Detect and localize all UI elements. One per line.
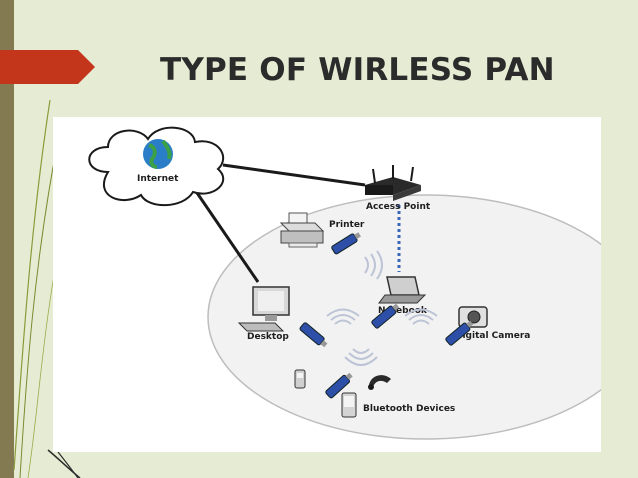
usb-adapter-icon xyxy=(299,232,474,399)
phone-icon xyxy=(294,369,306,389)
camera-icon xyxy=(458,306,488,328)
label-printer: Printer xyxy=(329,220,365,230)
label-internet: Internet xyxy=(137,174,179,184)
router-icon xyxy=(365,165,421,201)
printer-icon xyxy=(279,212,325,248)
laptop-icon xyxy=(378,276,427,304)
diagram-panel: Internet Access Point Printer Notebook xyxy=(53,117,601,452)
pda-icon xyxy=(341,392,357,418)
label-digital-camera: Digital Camera xyxy=(455,331,530,341)
label-notebook: Notebook xyxy=(378,306,428,316)
slide-title: TYPE OF WIRLESS PAN xyxy=(160,52,555,88)
link-internet-accesspoint xyxy=(222,163,366,187)
wireless-waves-icon xyxy=(326,250,438,366)
label-bluetooth-devices: Bluetooth Devices xyxy=(363,404,455,414)
desktop-computer-icon xyxy=(237,286,290,332)
pan-area xyxy=(207,194,601,440)
link-internet-desktop xyxy=(191,186,260,283)
network-diagram: Internet Access Point Printer Notebook xyxy=(88,126,601,440)
sidebar-bar xyxy=(0,0,14,478)
headset-icon xyxy=(368,375,391,390)
title-accent-arrow xyxy=(0,50,95,84)
label-desktop: Desktop xyxy=(247,332,289,342)
globe-icon xyxy=(143,139,173,169)
label-access-point: Access Point xyxy=(366,202,431,212)
